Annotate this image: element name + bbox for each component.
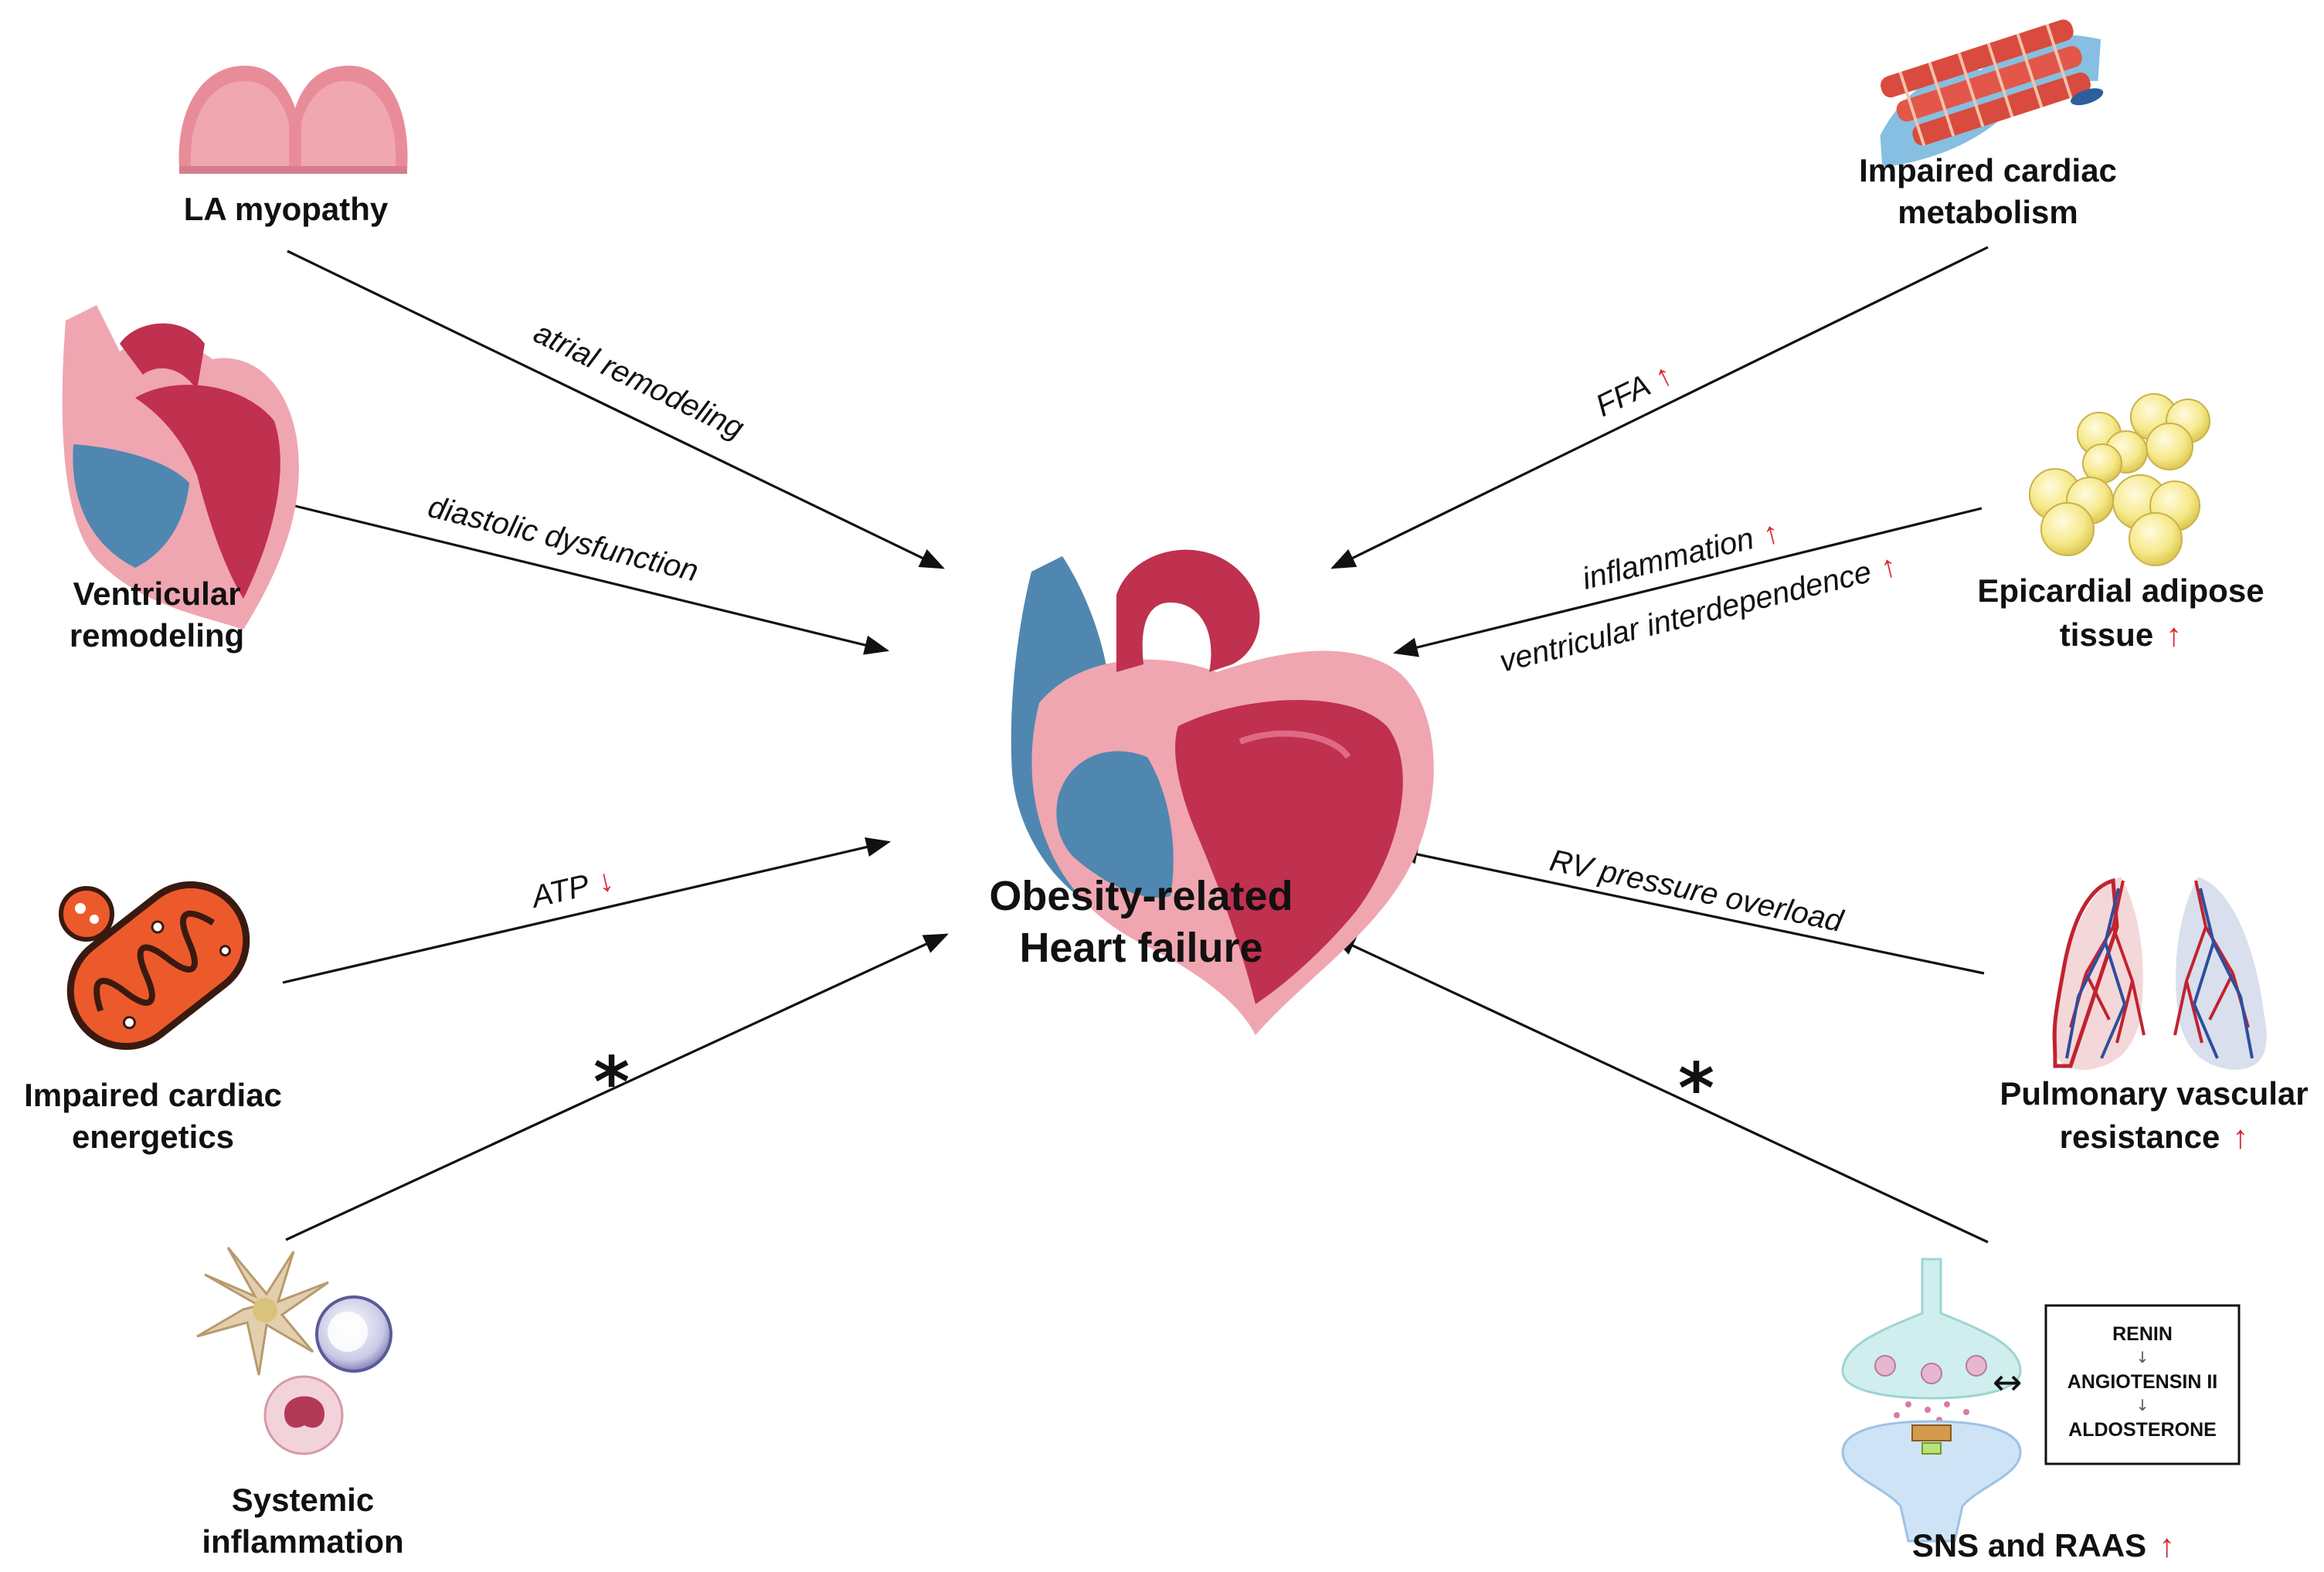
pulmonary-vascular-label-line1: Pulmonary vascular xyxy=(2000,1075,2308,1112)
epicardial-adipose-label-line1: Epicardial adipose xyxy=(1977,572,2264,609)
mitochondria-icon xyxy=(59,881,250,1051)
edge-systemic-inflammation-arrow xyxy=(285,933,949,1241)
pulmonary-vascular-label-line2: resistance↑ xyxy=(2060,1119,2249,1155)
raas-box: RENIN ↓ ANGIOTENSIN II ↓ ALDOSTERONE xyxy=(2044,1304,2241,1465)
adipocytes-icon xyxy=(2029,393,2210,566)
edge-ffa-arrow xyxy=(1330,246,1989,569)
immune-cells-icon xyxy=(196,1247,392,1455)
raas-renin: RENIN xyxy=(2112,1323,2173,1345)
edge-label-ffa: FFA↑ xyxy=(1591,358,1678,423)
edge-rv-pressure-arrow xyxy=(1392,844,1985,975)
center-title-line1: Obesity-related xyxy=(989,873,1293,919)
neutrophil-icon xyxy=(263,1375,344,1455)
raas-aldosterone: ALDOSTERONE xyxy=(2068,1419,2217,1441)
cardiac-energetics-label-line2: energetics xyxy=(72,1119,234,1155)
edge-epicardial-arrow xyxy=(1392,507,1983,657)
synapse-icon xyxy=(1841,1258,2022,1543)
edge-sns-raas-arrow xyxy=(1330,935,1989,1244)
edge-label-atrial-remodeling: atrial remodeling xyxy=(528,315,749,445)
star-left: * xyxy=(593,1042,630,1123)
edge-atrial-remodeling-arrow xyxy=(287,250,945,569)
cardiac-metabolism-label-line1: Impaired cardiac xyxy=(1859,152,2117,188)
center-title-line2: Heart failure xyxy=(1019,925,1262,971)
epicardial-adipose-label-line2: tissue↑ xyxy=(2060,616,2182,653)
raas-small-arrow-2: ↓ xyxy=(2136,1396,2149,1414)
ventricular-remodeling-icon xyxy=(62,305,299,630)
la-myopathy-label: LA myopathy xyxy=(184,191,389,227)
synapse-raas-exchange-arrow: ↔ xyxy=(1993,1361,2023,1403)
edge-diastolic-dysfunction-arrow xyxy=(294,504,890,655)
systemic-inflammation-label-line1: Systemic xyxy=(232,1482,374,1518)
star-right: * xyxy=(1678,1048,1714,1129)
cardiac-metabolism-label-line2: metabolism xyxy=(1898,194,2078,230)
raas-angiotensin: ANGIOTENSIN II xyxy=(2067,1371,2217,1393)
center-heart-icon xyxy=(1011,549,1434,1035)
la-myopathy-icon xyxy=(178,66,408,174)
cardiac-energetics-label-line1: Impaired cardiac xyxy=(24,1077,282,1113)
systemic-inflammation-label-line2: inflammation xyxy=(202,1523,403,1560)
raas-small-arrow-1: ↓ xyxy=(2136,1348,2149,1367)
sns-raas-label: SNS and RAAS↑ xyxy=(1912,1527,2175,1564)
cardiomyocyte-icon xyxy=(1880,19,2104,168)
ventricular-remodeling-label-line1: Ventricular xyxy=(73,575,240,612)
edge-atp-arrow xyxy=(282,837,892,984)
edge-label-diastolic-dysfunction: diastolic dysfunction xyxy=(425,490,702,589)
ventricular-remodeling-label-line2: remodeling xyxy=(70,617,244,654)
lungs-icon xyxy=(2052,877,2267,1070)
dendritic-cell-icon xyxy=(196,1247,329,1376)
lymphocyte-icon xyxy=(315,1295,392,1373)
